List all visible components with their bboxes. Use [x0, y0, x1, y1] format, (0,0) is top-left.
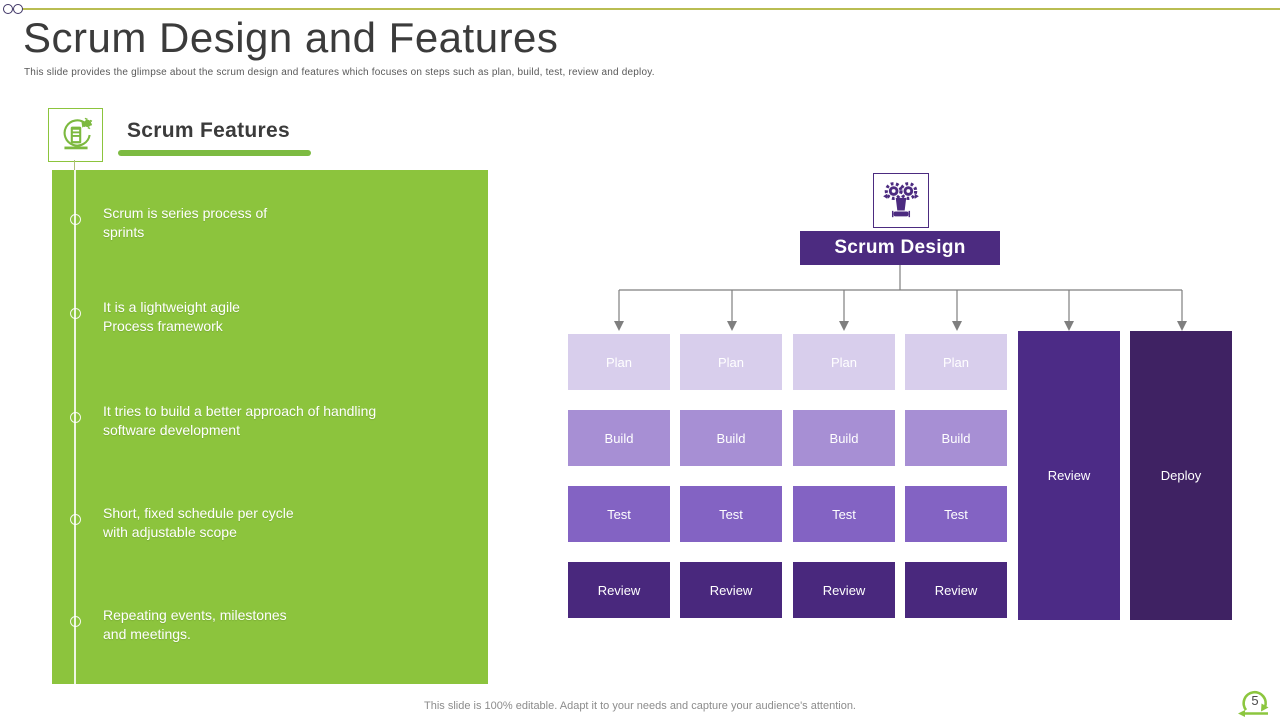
feature-text: Short, fixed schedule per cycle with adj… — [103, 505, 294, 540]
feature-text: Repeating events, milestones and meeting… — [103, 607, 287, 642]
stage-cell-build: Build — [680, 410, 782, 466]
scrum-features-icon-box — [48, 108, 103, 162]
scrum-design-header: Scrum Design — [800, 231, 1000, 265]
page-title: Scrum Design and Features — [23, 14, 559, 61]
review-column: Review — [1018, 331, 1120, 620]
stage-cell-test: Test — [905, 486, 1007, 542]
stage-cell-plan: Plan — [568, 334, 670, 390]
features-underline — [118, 150, 311, 156]
top-divider-line — [20, 8, 1280, 10]
gears-collaboration-icon — [883, 181, 919, 217]
stage-cell-test: Test — [680, 486, 782, 542]
timeline-node-icon — [70, 616, 81, 627]
scrum-design-icon-box — [873, 173, 929, 228]
sprint-loop-page-number-icon: 5 — [1238, 690, 1269, 717]
feature-text: Scrum is series process of sprints — [103, 205, 268, 240]
agile-sprint-loop-icon — [63, 117, 93, 150]
stage-cell-review: Review — [568, 562, 670, 618]
decorative-circle-icon — [13, 3, 23, 14]
features-timeline — [74, 170, 76, 684]
stage-cell-plan: Plan — [905, 334, 1007, 390]
stage-cell-plan: Plan — [680, 334, 782, 390]
feature-text: It tries to build a better approach of h… — [103, 403, 377, 438]
feature-text: It is a lightweight agile Process framew… — [103, 299, 240, 334]
page-subtitle: This slide provides the glimpse about th… — [24, 67, 655, 78]
feature-item: Repeating events, milestones and meeting… — [70, 606, 448, 644]
stage-cell-build: Build — [568, 410, 670, 466]
feature-item: It is a lightweight agile Process framew… — [70, 298, 448, 336]
stage-cell-review: Review — [680, 562, 782, 618]
timeline-node-icon — [70, 308, 81, 319]
feature-item: It tries to build a better approach of h… — [70, 402, 448, 440]
deploy-column: Deploy — [1130, 331, 1232, 620]
sprint-column: Plan Build Test Review — [905, 331, 1007, 620]
features-panel: Scrum is series process of sprints It is… — [52, 170, 488, 684]
features-heading: Scrum Features — [127, 119, 290, 142]
stage-cell-build: Build — [905, 410, 1007, 466]
stage-cell-build: Build — [793, 410, 895, 466]
timeline-node-icon — [70, 514, 81, 525]
sprint-column: Plan Build Test Review — [793, 331, 895, 620]
sprint-column: Plan Build Test Review — [680, 331, 782, 620]
stage-cell-review: Review — [905, 562, 1007, 618]
stage-cell-test: Test — [793, 486, 895, 542]
feature-item: Scrum is series process of sprints — [70, 204, 448, 242]
footer-note: This slide is 100% editable. Adapt it to… — [424, 700, 856, 712]
icon-connector-line — [74, 160, 75, 170]
sprint-column: Plan Build Test Review — [568, 331, 670, 620]
timeline-node-icon — [70, 412, 81, 423]
stage-cell-test: Test — [568, 486, 670, 542]
stage-cell-review: Review — [793, 562, 895, 618]
page-number: 5 — [1251, 693, 1258, 708]
stage-cell-plan: Plan — [793, 334, 895, 390]
decorative-circle-icon — [3, 3, 13, 14]
timeline-node-icon — [70, 214, 81, 225]
feature-item: Short, fixed schedule per cycle with adj… — [70, 504, 448, 542]
tree-connector-lines — [614, 265, 1187, 331]
